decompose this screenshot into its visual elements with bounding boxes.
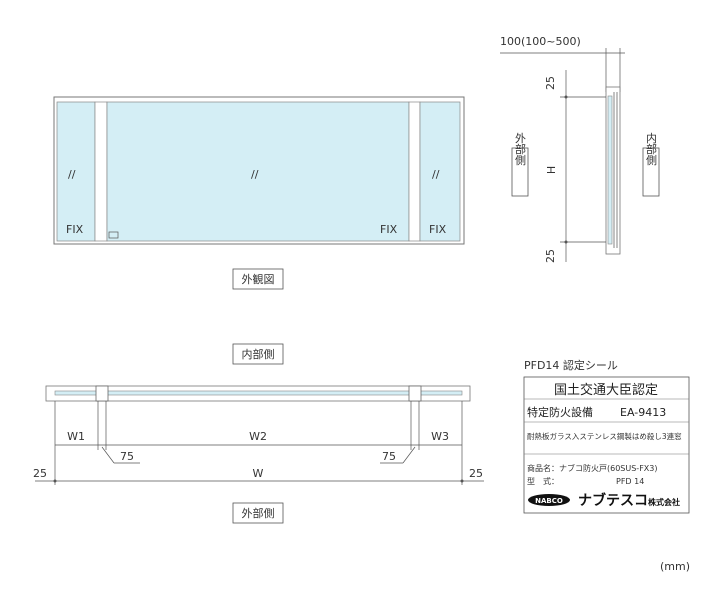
seal-model-value: PFD 14: [616, 477, 644, 486]
glass-panel-right: [419, 101, 461, 242]
dim-top-25: 25: [544, 76, 557, 90]
side-outside-label: 外部側: [514, 132, 527, 165]
seal-product: 商品名：ナブコ防火戸(60SUS-FX3): [527, 463, 658, 473]
seal-box: [523, 376, 690, 514]
dim-75-left: 75: [120, 450, 134, 463]
seal-equipment: 特定防火設備: [527, 405, 593, 419]
glass-panel-center: [106, 101, 410, 242]
glass-mark-left: //: [68, 168, 76, 181]
side-view: 100(100~500) 25 H 25 外部側 内部側: [500, 35, 660, 263]
mullion-right: [408, 101, 421, 242]
seal-heading: PFD14 認定シール: [524, 358, 618, 372]
side-inside-label: 内部側: [645, 131, 658, 165]
front-view-caption: 外観図: [242, 272, 275, 286]
brand-name: ナブテスコ: [578, 492, 648, 509]
dim-h: H: [545, 166, 558, 174]
fix-label-center: FIX: [380, 223, 398, 236]
dim-75-right: 75: [382, 450, 396, 463]
inside-label-box: [642, 147, 660, 197]
front-view: // // // FIX FIX FIX 外観図: [53, 96, 465, 290]
dim-25-right: 25: [469, 467, 483, 480]
plan-mullion-left: [95, 385, 109, 402]
dim-bottom-25: 25: [544, 249, 557, 263]
nabco-badge-text: NABCO: [535, 497, 563, 505]
seal-glass-desc: 耐熱板ガラス入ステンレス鋼製はめ殺し3連窓: [527, 431, 682, 441]
plan-inside-box: [232, 343, 284, 365]
top-dimension-label: 100(100~500): [500, 35, 581, 48]
plan-outside-label: 外部側: [242, 506, 275, 520]
certification-seal: PFD14 認定シール 国土交通大臣認定 特定防火設備 EA-9413 耐熱板ガ…: [523, 358, 690, 514]
outside-label-box: [511, 147, 529, 197]
nabco-badge: [528, 494, 570, 506]
plan-inside-label: 内部側: [242, 347, 275, 361]
mullion-left: [94, 101, 108, 242]
seal-cert-no: EA-9413: [620, 406, 666, 419]
glass-panel-left: [56, 101, 96, 242]
unit-label: (mm): [660, 560, 690, 573]
dim-w: W: [253, 467, 264, 480]
handle-icon: [108, 231, 119, 239]
fix-label-right: FIX: [429, 223, 447, 236]
glass-mark-right: //: [432, 168, 440, 181]
dim-w3: W3: [431, 430, 449, 443]
glass-mark-center: //: [251, 168, 259, 181]
plan-view: 内部側 W1 W2 W3 75 75 W 25 25 外部側: [33, 343, 484, 524]
plan-mullion-right: [408, 385, 422, 402]
fix-label-left: FIX: [66, 223, 84, 236]
seal-title: 国土交通大臣認定: [554, 382, 658, 398]
brand-suffix: 株式会社: [648, 497, 680, 507]
dim-w2: W2: [249, 430, 267, 443]
plan-outside-box: [232, 502, 284, 524]
dim-w1: W1: [67, 430, 85, 443]
plan-glass: [54, 390, 463, 396]
glass-section: [607, 95, 613, 245]
dim-25-left: 25: [33, 467, 47, 480]
caption-box: [232, 268, 284, 290]
seal-model-label: 型 式：: [527, 476, 559, 486]
